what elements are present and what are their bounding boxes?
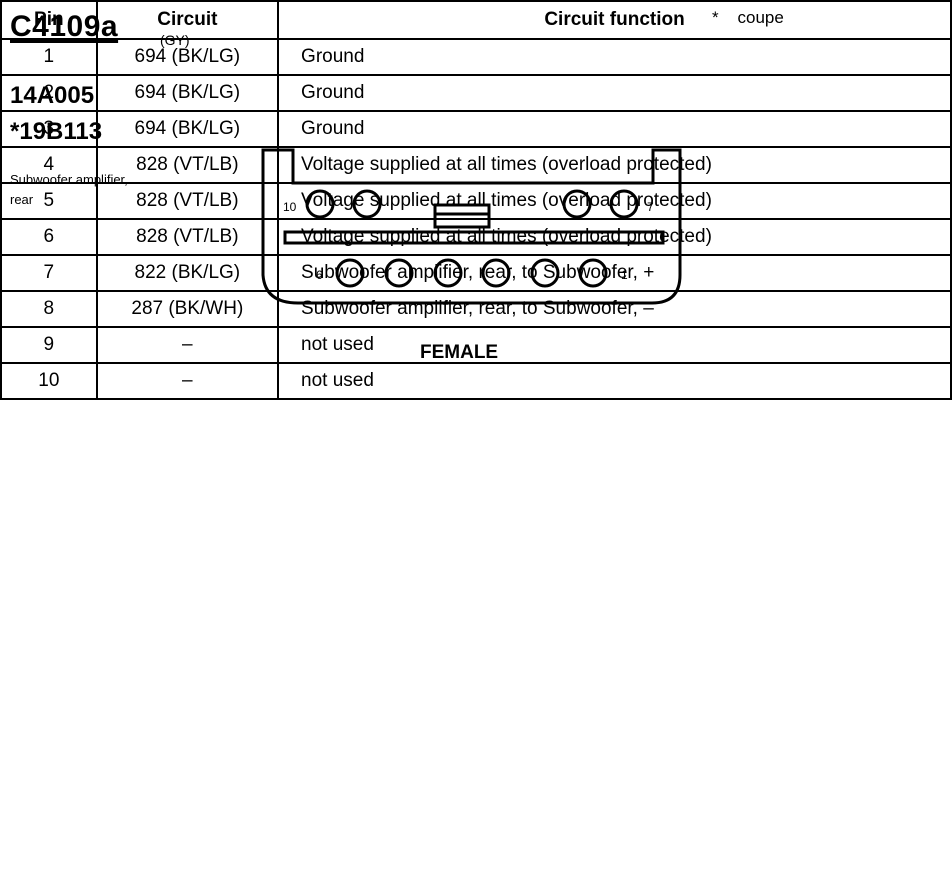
pin-2-cavity — [530, 258, 560, 288]
column-header-circuit: Circuit — [95, 0, 280, 40]
circuit-cell: 287 (BK/WH) — [95, 290, 280, 328]
column-header-pin: Pin — [0, 0, 98, 40]
pin-1-cavity — [578, 258, 608, 288]
circuit-cell: 828 (VT/LB) — [95, 218, 280, 256]
circuit-cell: 694 (BK/LG) — [95, 110, 280, 148]
pin-cell: 10 — [0, 362, 98, 400]
center-rib — [283, 230, 665, 245]
function-cell: not used — [277, 362, 952, 400]
table-row: 10–not used — [0, 362, 952, 400]
function-cell: not used — [277, 326, 952, 364]
pin-7-cavity — [609, 189, 639, 219]
part-number-primary: 14A005 — [10, 82, 95, 109]
pin-cell: 4 — [0, 146, 98, 184]
pin-cell: 2 — [0, 74, 98, 112]
pin-label-10: 10 — [283, 200, 297, 214]
pin-cell: 1 — [0, 38, 98, 76]
gender-label: FEMALE — [420, 342, 499, 363]
function-cell: Voltage supplied at all times (overload … — [277, 146, 952, 184]
pin-10-cavity — [305, 189, 335, 219]
pin-cell: 8 — [0, 290, 98, 328]
function-cell: Ground — [277, 110, 952, 148]
circuit-cell: 694 (BK/LG) — [95, 74, 280, 112]
function-cell: Subwoofer amplifier, rear, to Subwoofer,… — [277, 254, 952, 292]
connector-description: Subwoofer amplifier, rear — [10, 170, 200, 210]
function-cell: Ground — [277, 38, 952, 76]
table-row: 9–not used — [0, 326, 952, 364]
connector-id: C4109a — [10, 10, 119, 43]
pin-cell: 6 — [0, 218, 98, 256]
pin-4-cavity — [433, 258, 463, 288]
circuit-cell: – — [95, 326, 280, 364]
table-header-row: Pin Circuit Circuit function — [0, 0, 952, 40]
circuit-cell: – — [95, 362, 280, 400]
connector-housing — [261, 148, 682, 305]
pin-6-cavity — [335, 258, 365, 288]
pin-label-1: 1 — [621, 268, 628, 282]
circuit-cell: 694 (BK/LG) — [95, 38, 280, 76]
pin-9-cavity — [352, 189, 382, 219]
pin-cell: 9 — [0, 326, 98, 364]
circuit-cell: 828 (VT/LB) — [95, 182, 280, 220]
footnote: * coupe — [712, 8, 784, 27]
circuit-cell: 822 (BK/LG) — [95, 254, 280, 292]
pin-cell: 7 — [0, 254, 98, 292]
pin-cell: 5 — [0, 182, 98, 220]
connector-face-diagram: 10 7 6 1 — [261, 148, 682, 305]
color-code: (GY) — [160, 32, 190, 48]
pin-label-6: 6 — [316, 268, 323, 282]
pin-5-cavity — [384, 258, 414, 288]
function-cell: Ground — [277, 74, 952, 112]
circuit-cell: 828 (VT/LB) — [95, 146, 280, 184]
column-header-function: Circuit function — [277, 0, 952, 40]
pin-cell: 3 — [0, 110, 98, 148]
pin-label-7: 7 — [647, 200, 654, 214]
description-line: rear — [10, 192, 34, 207]
part-number-coupe: *19B113 — [10, 118, 103, 145]
pin-8-cavity — [562, 189, 592, 219]
pin-3-cavity — [481, 258, 511, 288]
locking-tab — [433, 203, 491, 229]
description-line: Subwoofer amplifier, — [10, 172, 128, 187]
